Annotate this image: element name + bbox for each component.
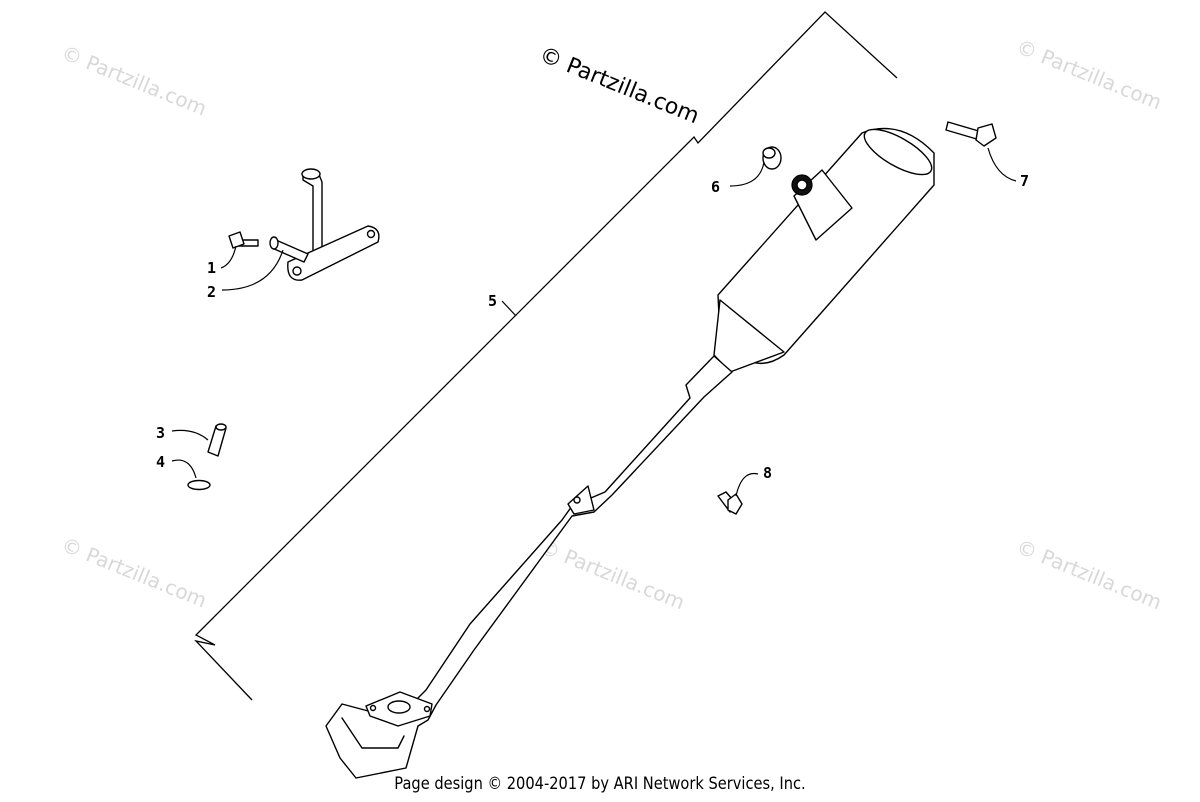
callout-3: 3 [156,424,165,442]
callouts: 1 2 3 4 5 6 7 8 [156,172,1029,482]
callout-7: 7 [1020,172,1029,190]
watermark-top-right: © Partzilla.com [1013,34,1165,114]
watermark-main: © Partzilla.com [536,42,703,129]
watermarks-faint: © Partzilla.com © Partzilla.com © Partzi… [58,34,1165,614]
watermark-bottom-center: © Partzilla.com [536,534,688,614]
bolt-part-1 [228,231,259,249]
callout-2: 2 [207,283,216,301]
callout-8: 8 [763,464,772,482]
watermark-top-left: © Partzilla.com [58,40,210,120]
assembly-frame [194,11,898,701]
muffler-assembly-part [325,127,935,779]
bolt-part-8 [717,491,743,515]
grommet-part-6 [762,146,782,170]
watermark-bottom-right: © Partzilla.com [1013,534,1165,614]
callout-1: 1 [207,259,216,277]
bolt-part-7 [945,121,997,147]
bracket-part [269,168,380,281]
callout-4: 4 [156,453,165,471]
callout-6: 6 [711,178,720,196]
cap-part-3 [207,423,227,457]
ring-part-4 [187,479,211,491]
footer-copyright: Page design © 2004-2017 by ARI Network S… [394,774,806,794]
leader-lines [171,147,1017,497]
watermark-bottom-left: © Partzilla.com [58,532,210,612]
callout-5: 5 [488,292,497,310]
